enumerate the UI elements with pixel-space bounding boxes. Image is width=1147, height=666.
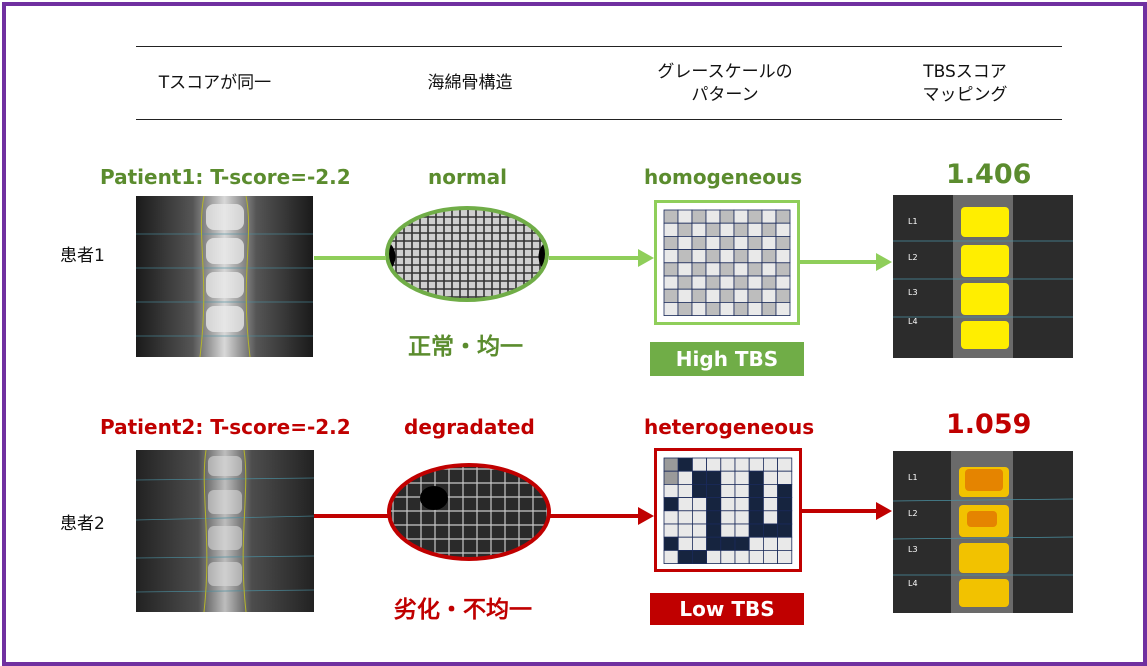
- spine-xray-patient2: [136, 450, 314, 612]
- homogeneous-grid: [654, 200, 800, 325]
- header-tbs-mapping: TBSスコア マッピング: [880, 61, 1050, 107]
- tbs-map-patient1: L1 L2 L3 L4: [893, 195, 1073, 358]
- header-bottom-rule: [136, 119, 1062, 120]
- header-trabecular-structure: 海綿骨構造: [427, 73, 513, 93]
- heterogeneous-grid: [654, 448, 802, 572]
- structure-degraded-label: degradated: [404, 415, 535, 439]
- grid-cell: [775, 302, 791, 317]
- pattern-homogeneous-label: homogeneous: [644, 165, 803, 189]
- header-grayscale-line1: グレースケールの: [657, 62, 793, 82]
- vertebra-l1-label: L1: [908, 473, 918, 482]
- vertebra-l3-label: L3: [908, 288, 918, 297]
- header-tbs-line2: マッピング: [922, 85, 1008, 105]
- arrowhead-red-2: [638, 507, 654, 525]
- header-grayscale-pattern: グレースケールの パターン: [640, 61, 810, 107]
- structure-normal-jp: 正常・均一: [408, 334, 523, 360]
- tbs-map-patient2: L1 L2 L3 L4: [893, 451, 1073, 613]
- pattern-heterogeneous-label: heterogeneous: [644, 415, 815, 439]
- tbs-score-patient2: 1.059: [946, 409, 1032, 440]
- high-tbs-badge: High TBS: [650, 342, 804, 376]
- vertebra-l4-label: L4: [908, 579, 918, 588]
- header-tbs-line1: TBSスコア: [923, 62, 1007, 82]
- bone-structure-degraded: [387, 463, 551, 561]
- arrowhead-green-3: [876, 253, 892, 271]
- patient1-label: Patient1: T-score=-2.2: [100, 165, 351, 189]
- structure-degraded-jp: 劣化・不均一: [394, 597, 532, 623]
- patient2-label: Patient2: T-score=-2.2: [100, 415, 351, 439]
- arrowhead-green-2: [638, 249, 654, 267]
- header-same-tscore: Tスコアが同一: [158, 73, 272, 93]
- header-top-rule: [136, 46, 1062, 47]
- spine-xray-patient1: [136, 196, 313, 357]
- bone-structure-normal: [385, 206, 549, 302]
- vertebra-l2-label: L2: [908, 509, 918, 518]
- tbs-score-patient1: 1.406: [946, 159, 1032, 190]
- grid-cell: [777, 550, 793, 565]
- vertebra-l1-label: L1: [908, 217, 918, 226]
- low-tbs-badge: Low TBS: [650, 593, 804, 625]
- arrowhead-red-3: [876, 502, 892, 520]
- header-grayscale-line2: パターン: [691, 85, 759, 105]
- row-label-patient2: 患者2: [60, 514, 105, 534]
- vertebra-l2-label: L2: [908, 253, 918, 262]
- vertebra-l3-label: L3: [908, 545, 918, 554]
- row-label-patient1: 患者1: [60, 246, 105, 266]
- vertebra-l4-label: L4: [908, 317, 918, 326]
- structure-normal-label: normal: [428, 165, 508, 189]
